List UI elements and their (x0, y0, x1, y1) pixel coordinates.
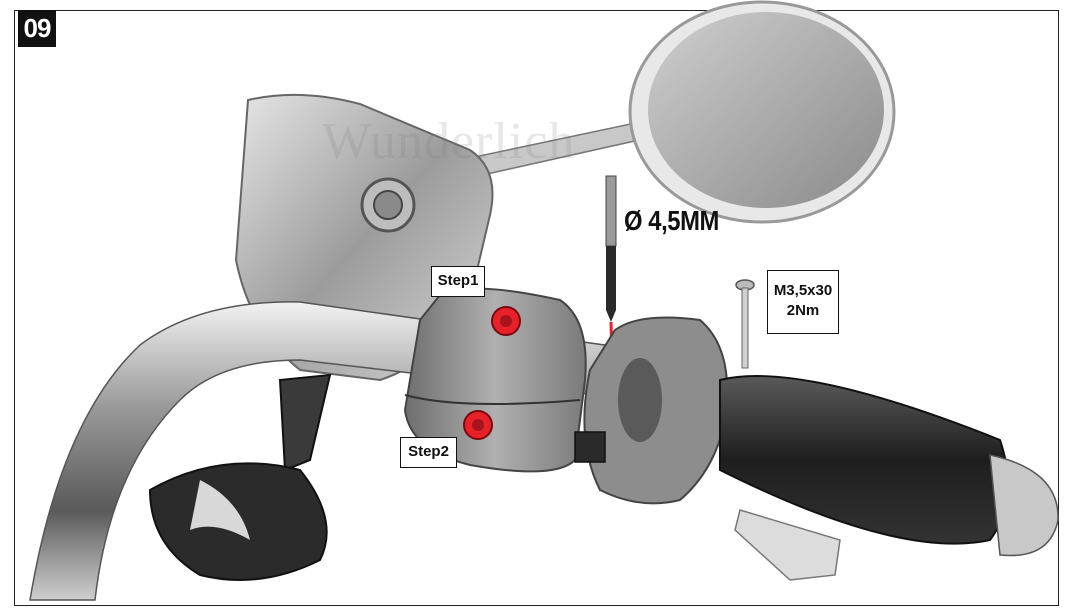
drill-diameter-label: Ø 4,5MM (624, 205, 719, 236)
throttle-housing (574, 316, 729, 505)
screw-size: M3,5x30 (773, 282, 833, 299)
step2-label: Step2 (400, 437, 457, 468)
screw-icon (735, 279, 755, 369)
screw-spec-label: M3,5x30 2Nm (767, 270, 839, 334)
brake-lever (734, 509, 841, 581)
clamp-screw-bottom (463, 410, 493, 440)
watermark: Wunderlich (322, 113, 576, 170)
grip (719, 375, 1059, 557)
screw-torque: 2Nm (786, 302, 820, 319)
clutch-lever (148, 373, 332, 581)
clamp (403, 287, 587, 473)
step-number-badge: 09 (18, 10, 56, 47)
step1-label: Step1 (431, 266, 485, 297)
clamp-screw-top (491, 306, 521, 336)
mirror (468, 0, 896, 224)
